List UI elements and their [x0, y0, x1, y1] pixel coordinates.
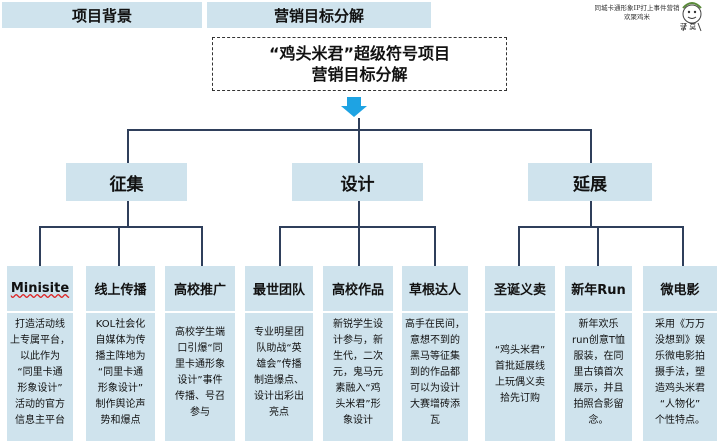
category-extend: 延展 — [528, 163, 652, 201]
desc-newyear-run: 新年欢乐 run创意T恤 服装，在同 里古镇首次 展示，并且 拍照合影留 念。 — [565, 313, 632, 441]
desc-campus-works: 新锐学生设 计参与，新 生代，二次 元，鬼马元 素融入“鸡 头米君”形 象设计 — [323, 313, 393, 441]
category-collect: 征集 — [66, 163, 187, 201]
title-line1: “鸡头米君”超级符号项目 — [268, 44, 451, 63]
category-design: 设计 — [292, 163, 423, 201]
desc-zuishi-team: 专业明星团 队助战“英 雄会”传播 制造爆点、 设计出彩出 亮点 — [245, 313, 313, 441]
tab-marketing-goal-label: 营销目标分解 — [273, 6, 364, 25]
logo-badge: 营 莫 — [680, 23, 697, 31]
item-newyear-run-label: 新年Run — [571, 283, 626, 298]
connector-cat3-horizontal — [518, 226, 683, 228]
connector-item9-drop — [682, 226, 684, 266]
connector-cat1-drop — [127, 129, 129, 163]
tab-project-background[interactable]: 项目背景 — [2, 2, 202, 28]
desc-micro-film: 采用《万万 没想到》娱 乐微电影拍 摄手法，塑 造鸡头米君 “人物化” 个性特点… — [643, 313, 717, 441]
connector-item3-drop — [201, 226, 203, 266]
connector-cat1-stem — [127, 201, 129, 227]
item-micro-film-label: 微电影 — [660, 283, 700, 298]
connector-item4-drop — [279, 226, 281, 266]
item-zuishi-team: 最世团队 — [245, 266, 313, 311]
brand-logo — [682, 2, 702, 32]
item-campus-promo-label: 高校推广 — [173, 283, 226, 298]
desc-campus-promo: 高校学生端 口引爆“同 里卡通形象 设计”事件 传播、号召 参与 — [165, 313, 235, 441]
item-online-spread-label: 线上传播 — [94, 283, 147, 298]
item-xmas-sale-label: 圣诞义卖 — [493, 283, 546, 298]
connector-item1-drop — [39, 226, 41, 266]
category-design-label: 设计 — [340, 174, 375, 195]
logo-text: 同城卡通形象IP打上事件营销 欢聚鸡米 — [592, 4, 682, 22]
desc-xmas-sale: “鸡头米君” 首批延展线 上玩偶义卖 拾先订购 — [485, 313, 555, 441]
item-xmas-sale: 圣诞义卖 — [485, 266, 555, 311]
item-newyear-run: 新年Run — [565, 266, 632, 311]
connector-item8-drop — [597, 226, 599, 266]
connector-cat1-horizontal — [39, 226, 202, 228]
category-extend-label: 延展 — [573, 174, 607, 195]
tab-marketing-goal[interactable]: 营销目标分解 — [207, 2, 431, 28]
desc-minisite: 打造活动线 上专属平台， 以此作为 “同里卡通 形象设计” 活动的官方 信息主平… — [7, 313, 73, 441]
desc-grassroots: 高手在民间， 意想不到的 黑马等征集 到的作品都 可以为设计 大赛增砖添 瓦 — [402, 313, 468, 441]
title-line2: 营销目标分解 — [311, 65, 408, 84]
connector-cat3-drop — [590, 129, 592, 163]
diagram-title: “鸡头米君”超级符号项目 营销目标分解 — [212, 37, 507, 91]
connector-item6-drop — [434, 226, 436, 266]
connector-cat2-stem — [358, 201, 360, 227]
connector-title-stem — [358, 118, 360, 130]
connector-item7-drop — [518, 226, 520, 266]
connector-cat2-horizontal — [279, 226, 434, 228]
connector-item5-drop — [358, 226, 360, 266]
desc-online-spread: KOL社会化 自媒体为传 播主阵地为 “同里卡通 形象设计” 制作舆论声 势和爆… — [86, 313, 155, 441]
category-collect-label: 征集 — [109, 174, 144, 195]
item-campus-works: 高校作品 — [323, 266, 393, 311]
connector-cat2-drop — [358, 129, 360, 163]
tab-project-background-label: 项目背景 — [71, 6, 132, 25]
logo-text-line2: 欢聚鸡米 — [624, 13, 650, 21]
connector-item2-drop — [118, 226, 120, 266]
item-zuishi-team-label: 最世团队 — [252, 283, 305, 298]
item-minisite-label: Minisite — [10, 281, 70, 296]
connector-cat3-stem — [590, 201, 592, 227]
item-grassroots: 草根达人 — [402, 266, 468, 311]
item-campus-promo: 高校推广 — [165, 266, 235, 311]
item-online-spread: 线上传播 — [86, 266, 155, 311]
item-campus-works-label: 高校作品 — [331, 283, 384, 298]
logo-text-line1: 同城卡通形象IP打上事件营销 — [594, 4, 680, 12]
item-minisite: Minisite — [7, 266, 73, 311]
item-micro-film: 微电影 — [643, 266, 717, 311]
item-grassroots-label: 草根达人 — [408, 283, 461, 298]
